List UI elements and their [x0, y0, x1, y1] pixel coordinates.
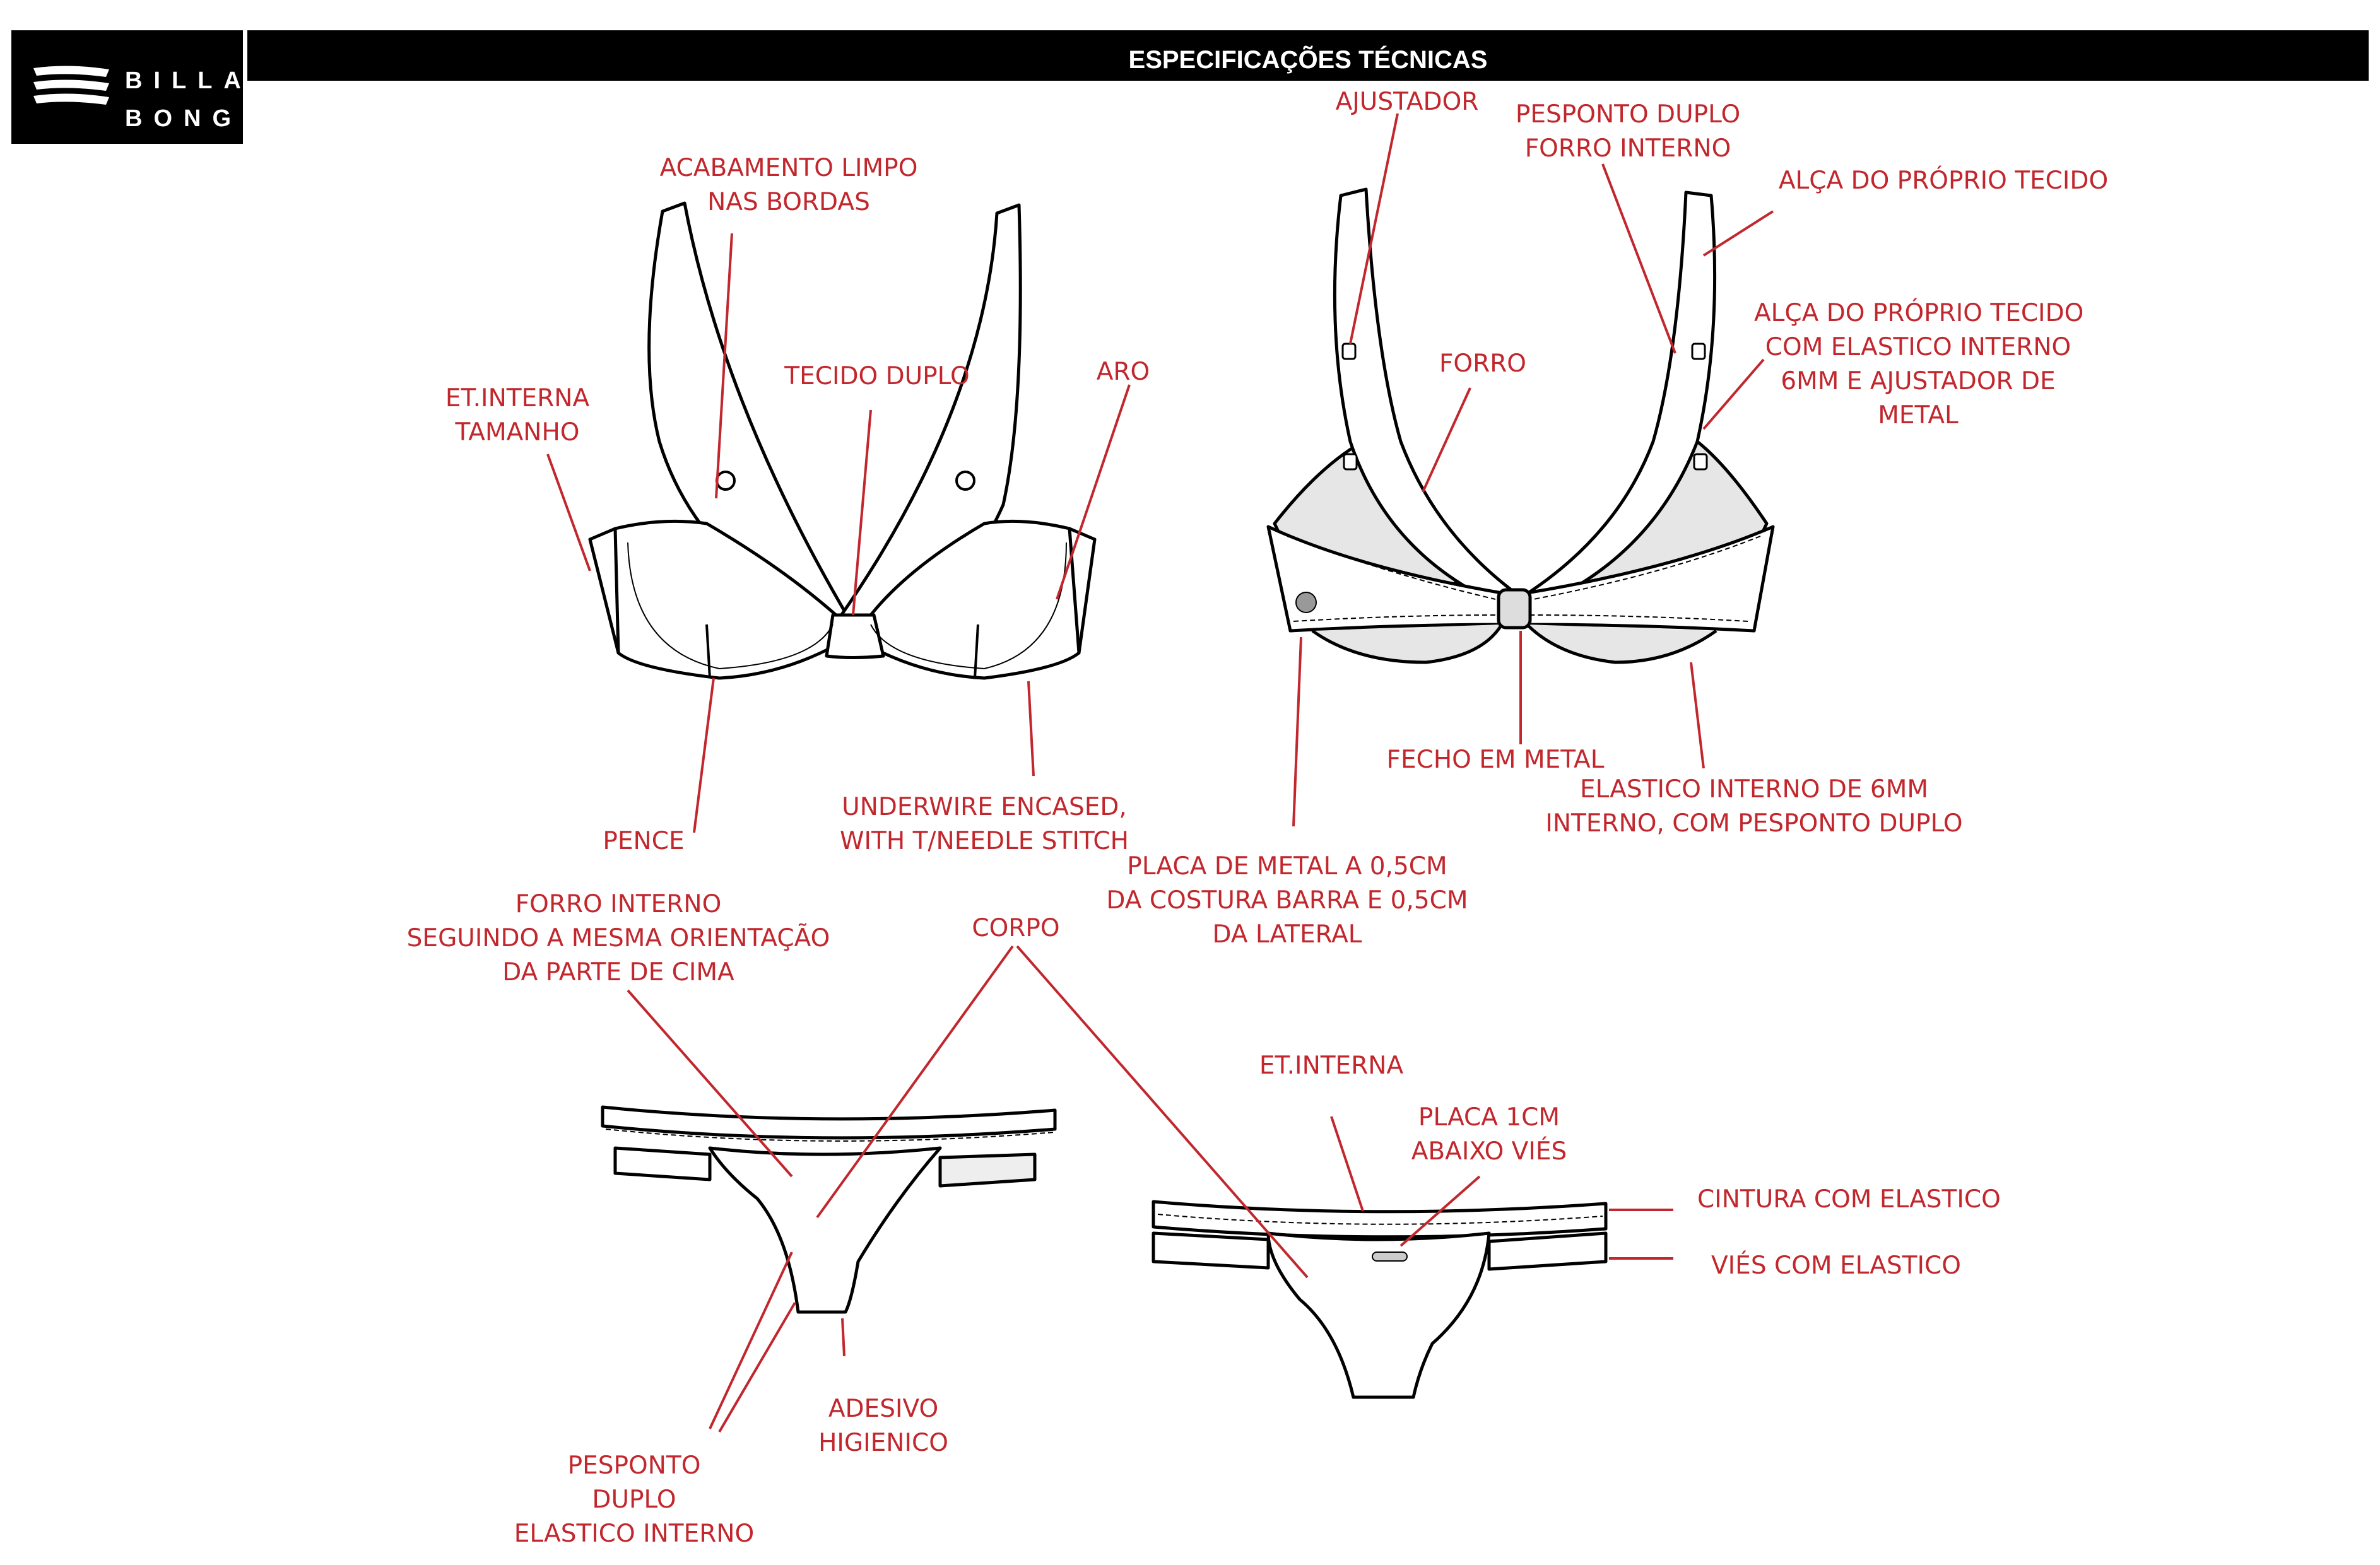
bottom-back-left-binding — [1152, 1231, 1270, 1270]
label-line: ARO — [1096, 358, 1150, 386]
label-line: DA COSTURA BARRA E 0,5CM — [1106, 886, 1468, 915]
label-line: WITH T/NEEDLE STITCH — [839, 827, 1129, 855]
label-alca-elastico: ALÇA DO PRÓPRIO TECIDO COM ELASTICO INTE… — [1754, 296, 2084, 433]
label-line: COM ELASTICO INTERNO — [1765, 333, 2071, 361]
label-line: TAMANHO — [455, 418, 580, 447]
label-line: PLACA DE METAL A 0,5CM — [1127, 852, 1447, 881]
label-vies-elastico: VIÉS COM ELASTICO — [1711, 1249, 2014, 1283]
label-line: ABAIXO VIÉS — [1411, 1137, 1567, 1166]
label-line: ALÇA DO PRÓPRIO TECIDO — [1754, 299, 2084, 327]
label-line: UNDERWIRE ENCASED, — [842, 793, 1127, 821]
label-placa-1cm: PLACA 1CM ABAIXO VIÉS — [1388, 1101, 1590, 1169]
label-line: VIÉS COM ELASTICO — [1711, 1251, 1961, 1280]
label-cintura-elastico: CINTURA COM ELASTICO — [1697, 1183, 2038, 1217]
label-line: AJUSTADOR — [1335, 88, 1479, 116]
label-line: TECIDO DUPLO — [784, 362, 970, 390]
label-line: ADESIVO — [828, 1395, 939, 1423]
label-line: SEGUINDO A MESMA ORIENTAÇÃO — [406, 924, 830, 952]
bottom-front-left-binding — [613, 1146, 712, 1181]
label-pesponto-duplo-elastico: PESPONTO DUPLO ELASTICO INTERNO — [492, 1449, 776, 1551]
label-line: PENCE — [603, 827, 685, 855]
label-line: ET.INTERNA — [445, 384, 590, 413]
label-line: ACABAMENTO LIMPO — [659, 154, 918, 182]
label-line: METAL — [1878, 401, 1959, 430]
bottom-back-waistband — [1152, 1200, 1608, 1239]
label-line: ELASTICO INTERNO — [514, 1520, 755, 1548]
label-line: DA LATERAL — [1212, 920, 1362, 949]
label-line: CINTURA COM ELASTICO — [1697, 1185, 2001, 1214]
bra-front-sketch — [588, 201, 1097, 680]
label-placa-metal: PLACA DE METAL A 0,5CM DA COSTURA BARRA … — [1098, 850, 1476, 952]
label-tecido-duplo: TECIDO DUPLO — [776, 360, 978, 394]
label-alca-tecido: ALÇA DO PRÓPRIO TECIDO — [1773, 164, 2114, 198]
label-line: NAS BORDAS — [707, 188, 870, 216]
label-fecho-metal: FECHO EM METAL — [1369, 743, 1622, 777]
label-line: HIGIENICO — [818, 1429, 948, 1457]
label-line: PESPONTO DUPLO — [1515, 100, 1741, 129]
label-underwire: UNDERWIRE ENCASED, WITH T/NEEDLE STITCH — [820, 790, 1148, 859]
label-line: FORRO — [1439, 349, 1527, 378]
wave-logo-icon — [33, 66, 109, 105]
label-pesponto-duplo-forro: PESPONTO DUPLO FORRO INTERNO — [1502, 98, 1754, 166]
label-forro-interno: FORRO INTERNO SEGUINDO A MESMA ORIENTAÇÃ… — [391, 888, 845, 990]
label-adesivo-higienico: ADESIVO HIGIENICO — [789, 1392, 978, 1460]
label-elastico-interno: ELASTICO INTERNO DE 6MM INTERNO, COM PES… — [1533, 773, 1975, 841]
logo-line-1: BILLA — [125, 67, 252, 94]
bottom-front-sketch — [601, 1105, 1057, 1314]
label-line: ELASTICO INTERNO DE 6MM — [1579, 775, 1929, 804]
header-bar: ESPECIFICAÇÕES TÉCNICAS — [247, 30, 2369, 81]
bottom-back-plate — [1372, 1251, 1408, 1262]
bottom-front-right-binding — [938, 1152, 1037, 1188]
metal-clasp — [1497, 588, 1532, 630]
label-et-interna-bottom: ET.INTERNA — [1237, 1049, 1426, 1083]
label-acabamento-limpo: ACABAMENTO LIMPO NAS BORDAS — [637, 151, 940, 220]
label-corpo: CORPO — [946, 911, 1085, 946]
label-line: PESPONTO — [567, 1451, 701, 1480]
bottom-back-right-binding — [1487, 1231, 1608, 1271]
label-line: ET.INTERNA — [1259, 1052, 1404, 1080]
label-forro: FORRO — [1420, 347, 1546, 381]
metal-plate — [1295, 592, 1317, 613]
label-line: ALÇA DO PRÓPRIO TECIDO — [1778, 167, 2109, 195]
label-line: FORRO INTERNO — [515, 890, 722, 918]
bottom-front-waistband — [601, 1105, 1057, 1140]
label-line: FORRO INTERNO — [1524, 134, 1731, 163]
label-line: 6MM E AJUSTADOR DE — [1781, 367, 2056, 396]
label-line: FECHO EM METAL — [1386, 746, 1605, 774]
logo-wordmark: BILLA BONG — [125, 62, 252, 138]
label-et-interna-tamanho: ET.INTERNA TAMANHO — [416, 382, 618, 450]
label-ajustador: AJUSTADOR — [1312, 85, 1502, 119]
label-pence: PENCE — [580, 824, 707, 859]
label-line: PLACA 1CM — [1418, 1103, 1560, 1132]
label-line: DA PARTE DE CIMA — [502, 958, 734, 987]
annotation-leaders — [546, 113, 1774, 1433]
label-line: CORPO — [972, 914, 1060, 942]
bra-front-center-gore — [825, 613, 885, 659]
logo-line-2: BONG — [125, 105, 242, 132]
bottom-back-sketch — [1152, 1200, 1608, 1399]
page-title: ESPECIFICAÇÕES TÉCNICAS — [1128, 46, 1488, 74]
label-aro: ARO — [1073, 355, 1174, 389]
label-line: INTERNO, COM PESPONTO DUPLO — [1545, 809, 1963, 838]
bottom-front-body — [708, 1146, 942, 1314]
bra-back-sketch — [1266, 187, 1775, 664]
billabong-logo: BILLA BONG — [11, 30, 243, 144]
label-line: DUPLO — [592, 1486, 676, 1514]
